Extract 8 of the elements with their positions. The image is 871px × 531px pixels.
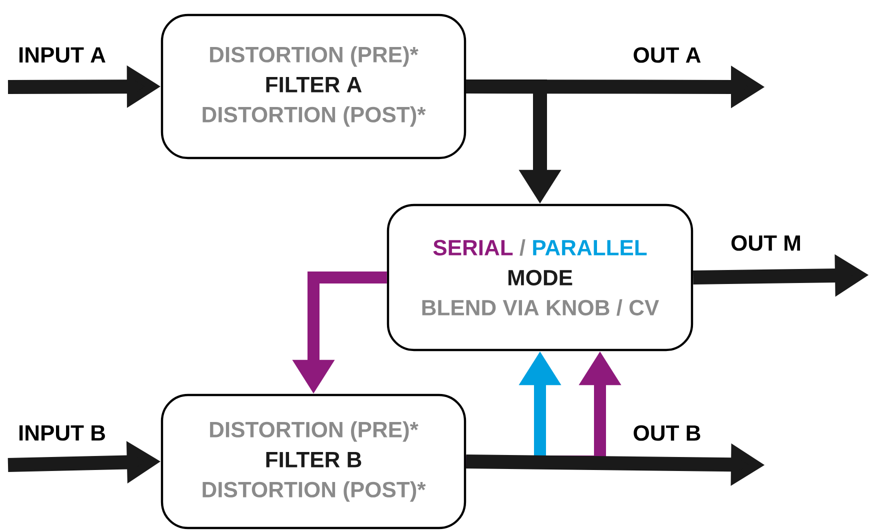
edge-label: INPUT B [19,425,105,441]
mode-box: SERIAL / PARALLEL MODE BLEND VIA KNOB / CV [386,204,694,352]
filter-box: DISTORTION (PRE)* FILTER A DISTORTION (POST)* [160,14,466,160]
edge-label: OUT M [731,235,800,251]
edge-label: OUT B [634,425,700,441]
filter-box: DISTORTION (PRE)* FILTER B DISTORTION (POST)* [160,394,466,530]
edge-label: OUT A [634,47,701,63]
edge-label: INPUT A [19,47,106,63]
